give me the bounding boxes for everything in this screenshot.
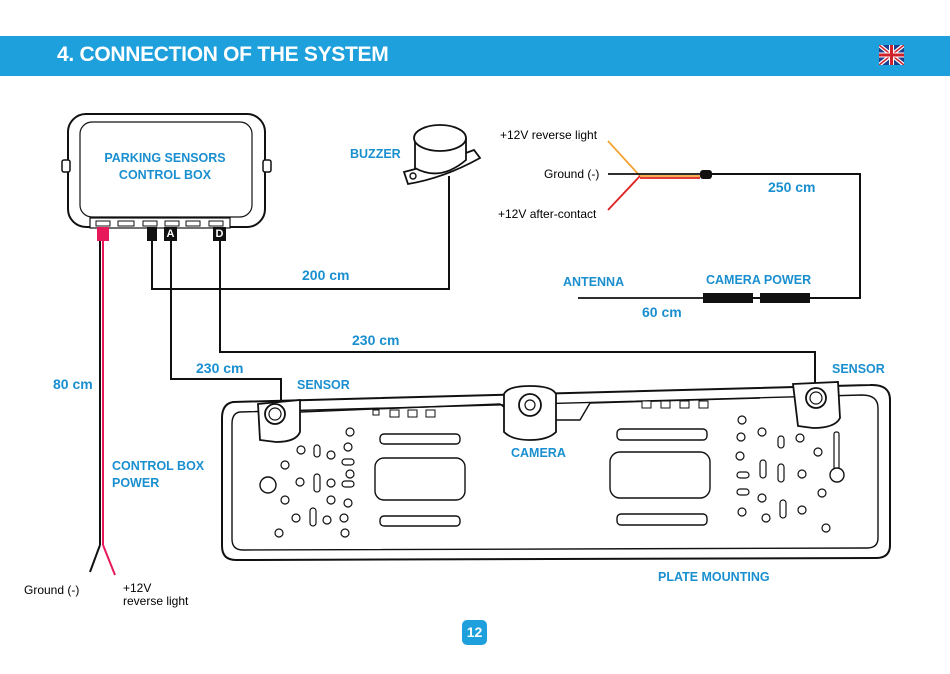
port-d-label: D	[213, 227, 226, 241]
ground-top-label: Ground (-)	[544, 167, 599, 181]
left-sensor	[258, 400, 300, 442]
antenna-length: 60 cm	[642, 305, 682, 319]
control-box-power-label: CONTROL BOX POWER	[112, 458, 204, 492]
sensor-a-cable-length: 230 cm	[196, 361, 243, 375]
power-connector	[97, 227, 109, 241]
buzzer-label: BUZZER	[350, 147, 401, 161]
ground-bottom-label: Ground (-)	[24, 583, 79, 597]
camera-label: CAMERA	[511, 446, 566, 460]
sensor-d-cable-length: 230 cm	[352, 333, 399, 347]
camera-device	[504, 386, 556, 440]
right-sensor	[793, 382, 840, 428]
camera-power-plug-left	[703, 293, 753, 303]
antenna-label: ANTENNA	[563, 275, 624, 289]
reverse-light-bottom-label: +12V reverse light	[123, 582, 188, 608]
plate-mounting-label: PLATE MOUNTING	[658, 570, 770, 584]
buzzer-device	[404, 125, 480, 184]
camera-power-plug-right	[760, 293, 810, 303]
left-sensor-label: SENSOR	[297, 378, 350, 392]
control-box-label: PARKING SENSORS CONTROL BOX	[90, 150, 240, 184]
page-number: 12	[462, 620, 487, 645]
right-sensor-label: SENSOR	[832, 362, 885, 376]
after-contact-label: +12V after-contact	[498, 207, 596, 221]
power-cable-length: 80 cm	[53, 377, 93, 391]
port-a-label: A	[164, 227, 177, 241]
reverse-light-top-label: +12V reverse light	[500, 128, 597, 142]
buzzer-connector	[147, 227, 157, 241]
camera-cable-length: 250 cm	[768, 180, 815, 194]
camera-power-label: CAMERA POWER	[706, 273, 811, 287]
buzzer-cable-length: 200 cm	[302, 268, 349, 282]
